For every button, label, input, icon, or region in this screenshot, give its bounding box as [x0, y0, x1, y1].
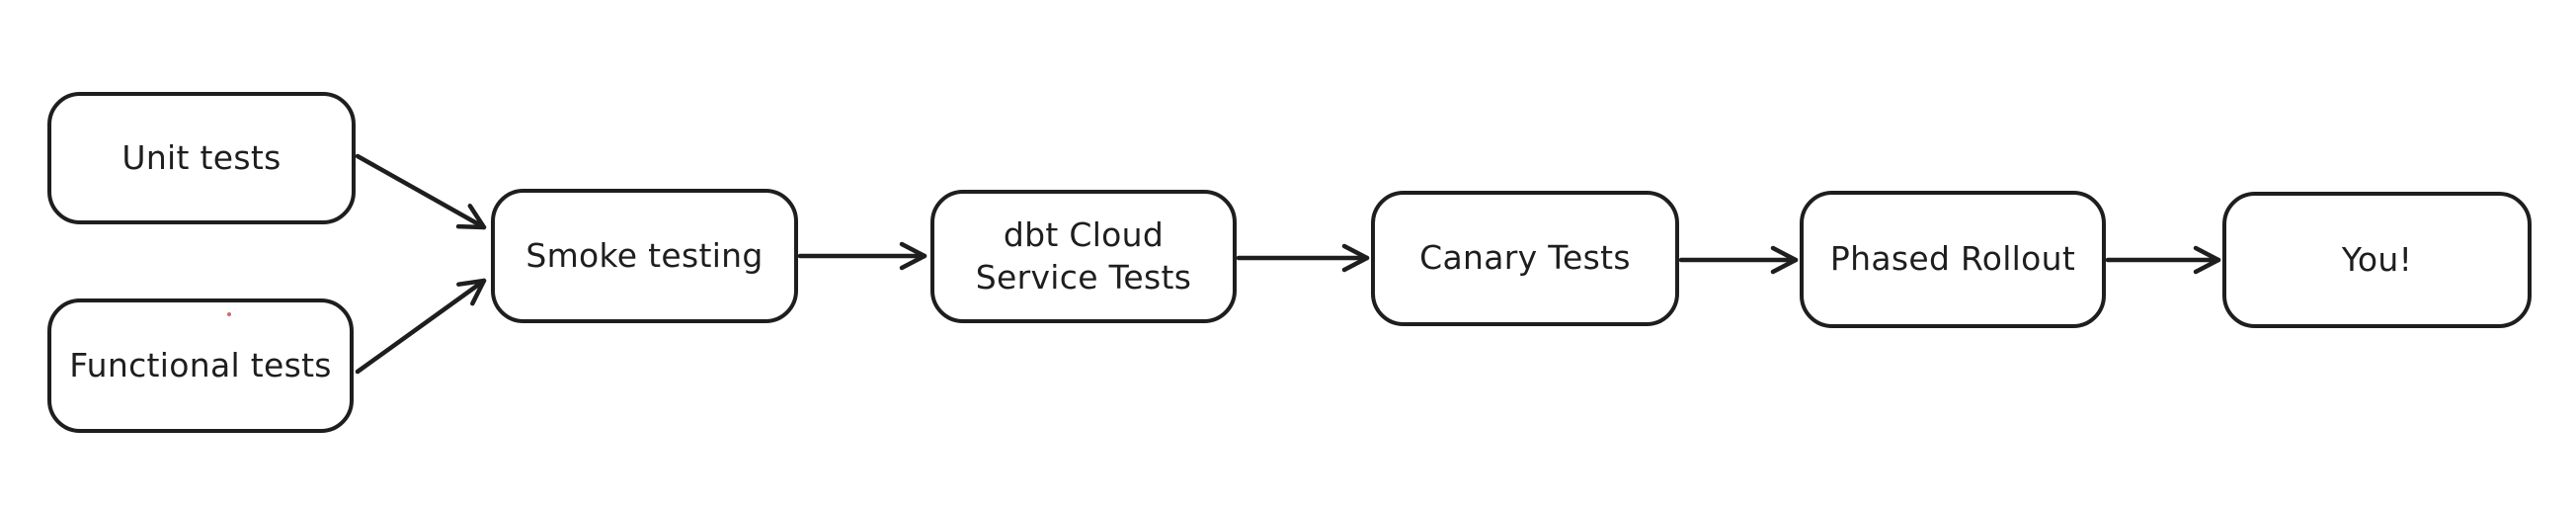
node-dbt-cloud-service-tests-label: dbt Cloud Service Tests [975, 215, 1192, 297]
node-functional-tests: Functional tests [47, 298, 354, 433]
node-unit-tests: Unit tests [47, 92, 356, 224]
node-phased-rollout-label: Phased Rollout [1829, 239, 2076, 279]
node-smoke-testing-label: Smoke testing [525, 235, 764, 275]
node-smoke-testing: Smoke testing [491, 189, 798, 323]
node-canary-tests: Canary Tests [1371, 191, 1679, 326]
red-speck-artifact [227, 312, 231, 316]
edge-unit-tests-to-smoke-testing [355, 153, 487, 230]
node-functional-tests-label: Functional tests [69, 345, 332, 384]
node-you-label: You! [2341, 239, 2413, 279]
node-unit-tests-label: Unit tests [121, 137, 282, 177]
edge-functional-tests-to-smoke-testing [355, 278, 487, 375]
node-you: You! [2222, 192, 2532, 328]
node-canary-tests-label: Canary Tests [1419, 238, 1631, 278]
node-dbt-cloud-service-tests: dbt Cloud Service Tests [930, 190, 1237, 323]
node-phased-rollout: Phased Rollout [1800, 191, 2106, 328]
